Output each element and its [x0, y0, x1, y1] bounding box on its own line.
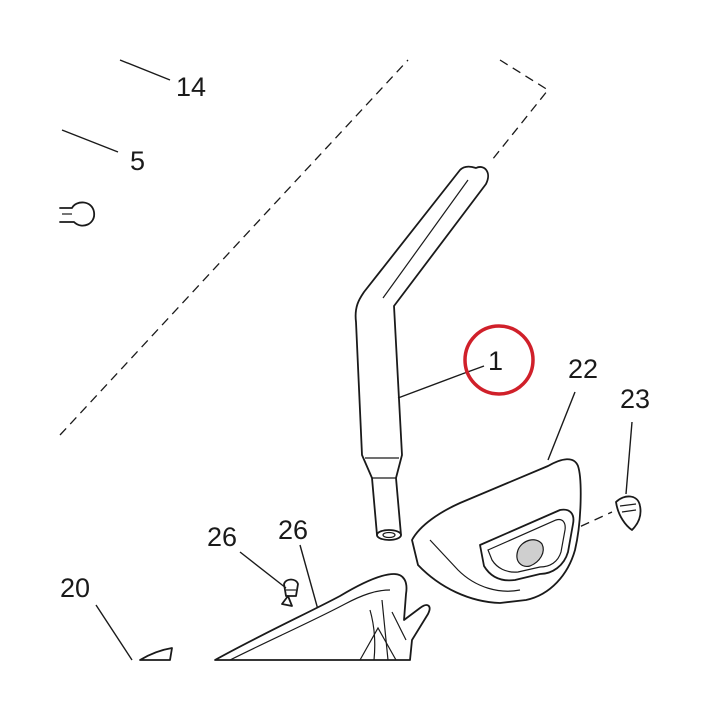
leader-line-22	[547, 391, 576, 461]
callout-label-23: 23	[620, 384, 650, 414]
leader-line-5	[61, 129, 119, 153]
callout-label-20: 20	[60, 573, 90, 603]
leader-line-20	[95, 604, 133, 661]
rod-part-1	[354, 165, 489, 541]
leader-line-23	[625, 421, 633, 495]
callout-label-26a: 26	[207, 522, 237, 552]
badge-part-23	[615, 495, 642, 531]
callout-label-5: 5	[130, 146, 145, 176]
callout-label-22: 22	[568, 354, 598, 384]
callout-label-26b: 26	[278, 515, 308, 545]
hook-part	[59, 201, 95, 227]
bracket-part-20	[139, 573, 431, 661]
callout-label-14: 14	[176, 72, 206, 102]
leader-line-14	[119, 59, 171, 81]
highlight-circle	[463, 324, 535, 396]
leader-line-1	[397, 373, 463, 399]
cover-part-22	[411, 458, 582, 604]
dashed-guide-lines	[59, 59, 613, 546]
screw-part-26	[281, 578, 299, 607]
leader-line-26a	[239, 551, 287, 589]
callout-label-1: 1	[488, 346, 503, 376]
